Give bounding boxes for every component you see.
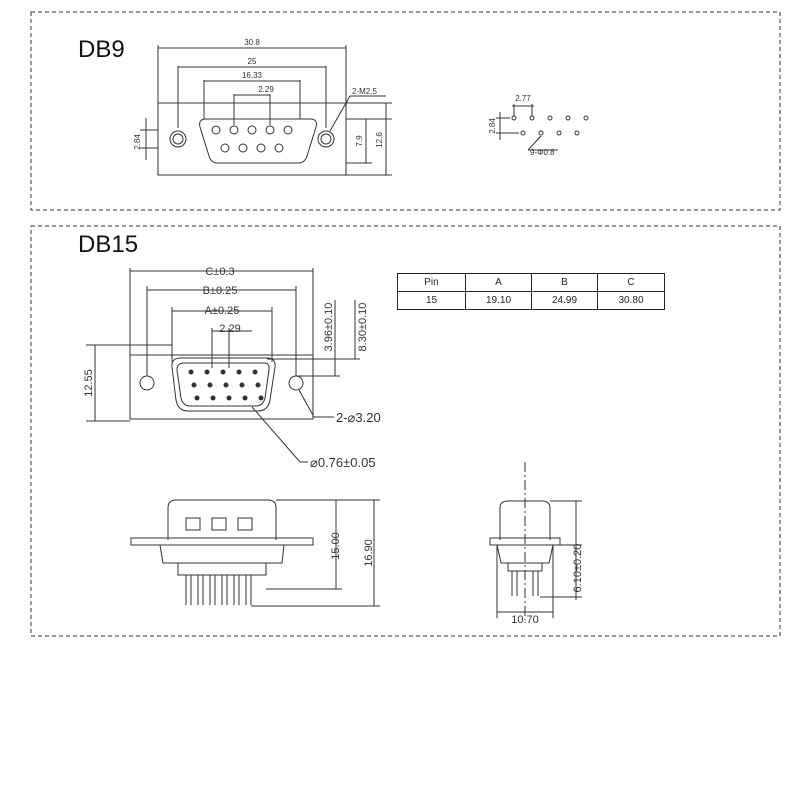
- table-header-cell: B: [531, 273, 598, 292]
- db15-pins: [188, 369, 264, 401]
- table-header-cell: Pin: [397, 273, 466, 292]
- db15-dim-pin: ⌀0.76±0.05: [310, 455, 376, 470]
- db15-end-view: [489, 462, 582, 620]
- db9-dim-row-offset: 2.84: [488, 118, 497, 134]
- db15-dim-v1: 3.96±0.10: [323, 303, 335, 352]
- db9-dim-mount-hole: 2-M2.5: [352, 87, 377, 96]
- db9-dim-pitch: 2.29: [258, 85, 274, 94]
- db15-dim-side-w: 10.70: [511, 614, 539, 626]
- table-header-cell: C: [597, 273, 665, 292]
- db9-dim-height-mid: 7.9: [355, 135, 364, 147]
- db15-dim-c: C±0.3: [205, 266, 234, 278]
- db9-dimension-labels: 30.8 25 16.33 2.29 2-M2.5 2.84 7.9 12.6 …: [133, 38, 555, 157]
- table-header-row: Pin A B C: [397, 273, 665, 292]
- table-row: 15 19.10 24.99 30.80: [397, 291, 665, 310]
- table-cell: 19.10: [465, 291, 532, 310]
- db15-dim-height: 12.55: [83, 369, 95, 397]
- db15-dim-h2: 16.90: [363, 539, 375, 567]
- db9-dim-height-right: 12.6: [375, 132, 384, 148]
- db15-dim-hole: 2-⌀3.20: [336, 410, 381, 425]
- db15-dim-h1: 15.00: [330, 532, 342, 560]
- db15-dim-a: A±0.25: [205, 305, 240, 317]
- db9-frame: [30, 11, 781, 211]
- table-header-cell: A: [465, 273, 532, 292]
- db15-dim-v2: 8.30±0.10: [357, 303, 369, 352]
- db15-side-view: [130, 499, 380, 607]
- table-cell: 24.99: [531, 291, 598, 310]
- db15-title: DB15: [78, 231, 139, 258]
- db15-dim-side-h: 6.10±0.20: [572, 544, 584, 593]
- db9-dim-height-left: 2.84: [133, 134, 142, 150]
- table-cell: 30.80: [597, 291, 665, 310]
- db9-front-view: [140, 45, 392, 176]
- db9-dim-pin-pitch: 2.77: [515, 94, 531, 103]
- table-cell: 15: [397, 291, 466, 310]
- db9-title: DB9: [78, 36, 125, 63]
- db9-dim-inner: 16.33: [242, 71, 263, 80]
- db15-dim-pitch: 2.29: [219, 323, 240, 335]
- db15-dimension-table: Pin A B C 15 19.10 24.99 30.80: [397, 273, 665, 310]
- db15-front-view: [86, 268, 360, 463]
- db9-pin-layout: [496, 104, 589, 151]
- db15-frame: [30, 225, 781, 637]
- db9-dim-overall: 30.8: [244, 38, 260, 47]
- db15-dim-b: B±0.25: [203, 285, 238, 297]
- db9-dim-pin-dia: 9-Φ0.8: [530, 148, 555, 157]
- db15-dimension-labels: C±0.3 B±0.25 A±0.25 2.29 12.55 3.96±0.10…: [83, 266, 584, 626]
- db9-dim-outer: 25: [248, 57, 257, 66]
